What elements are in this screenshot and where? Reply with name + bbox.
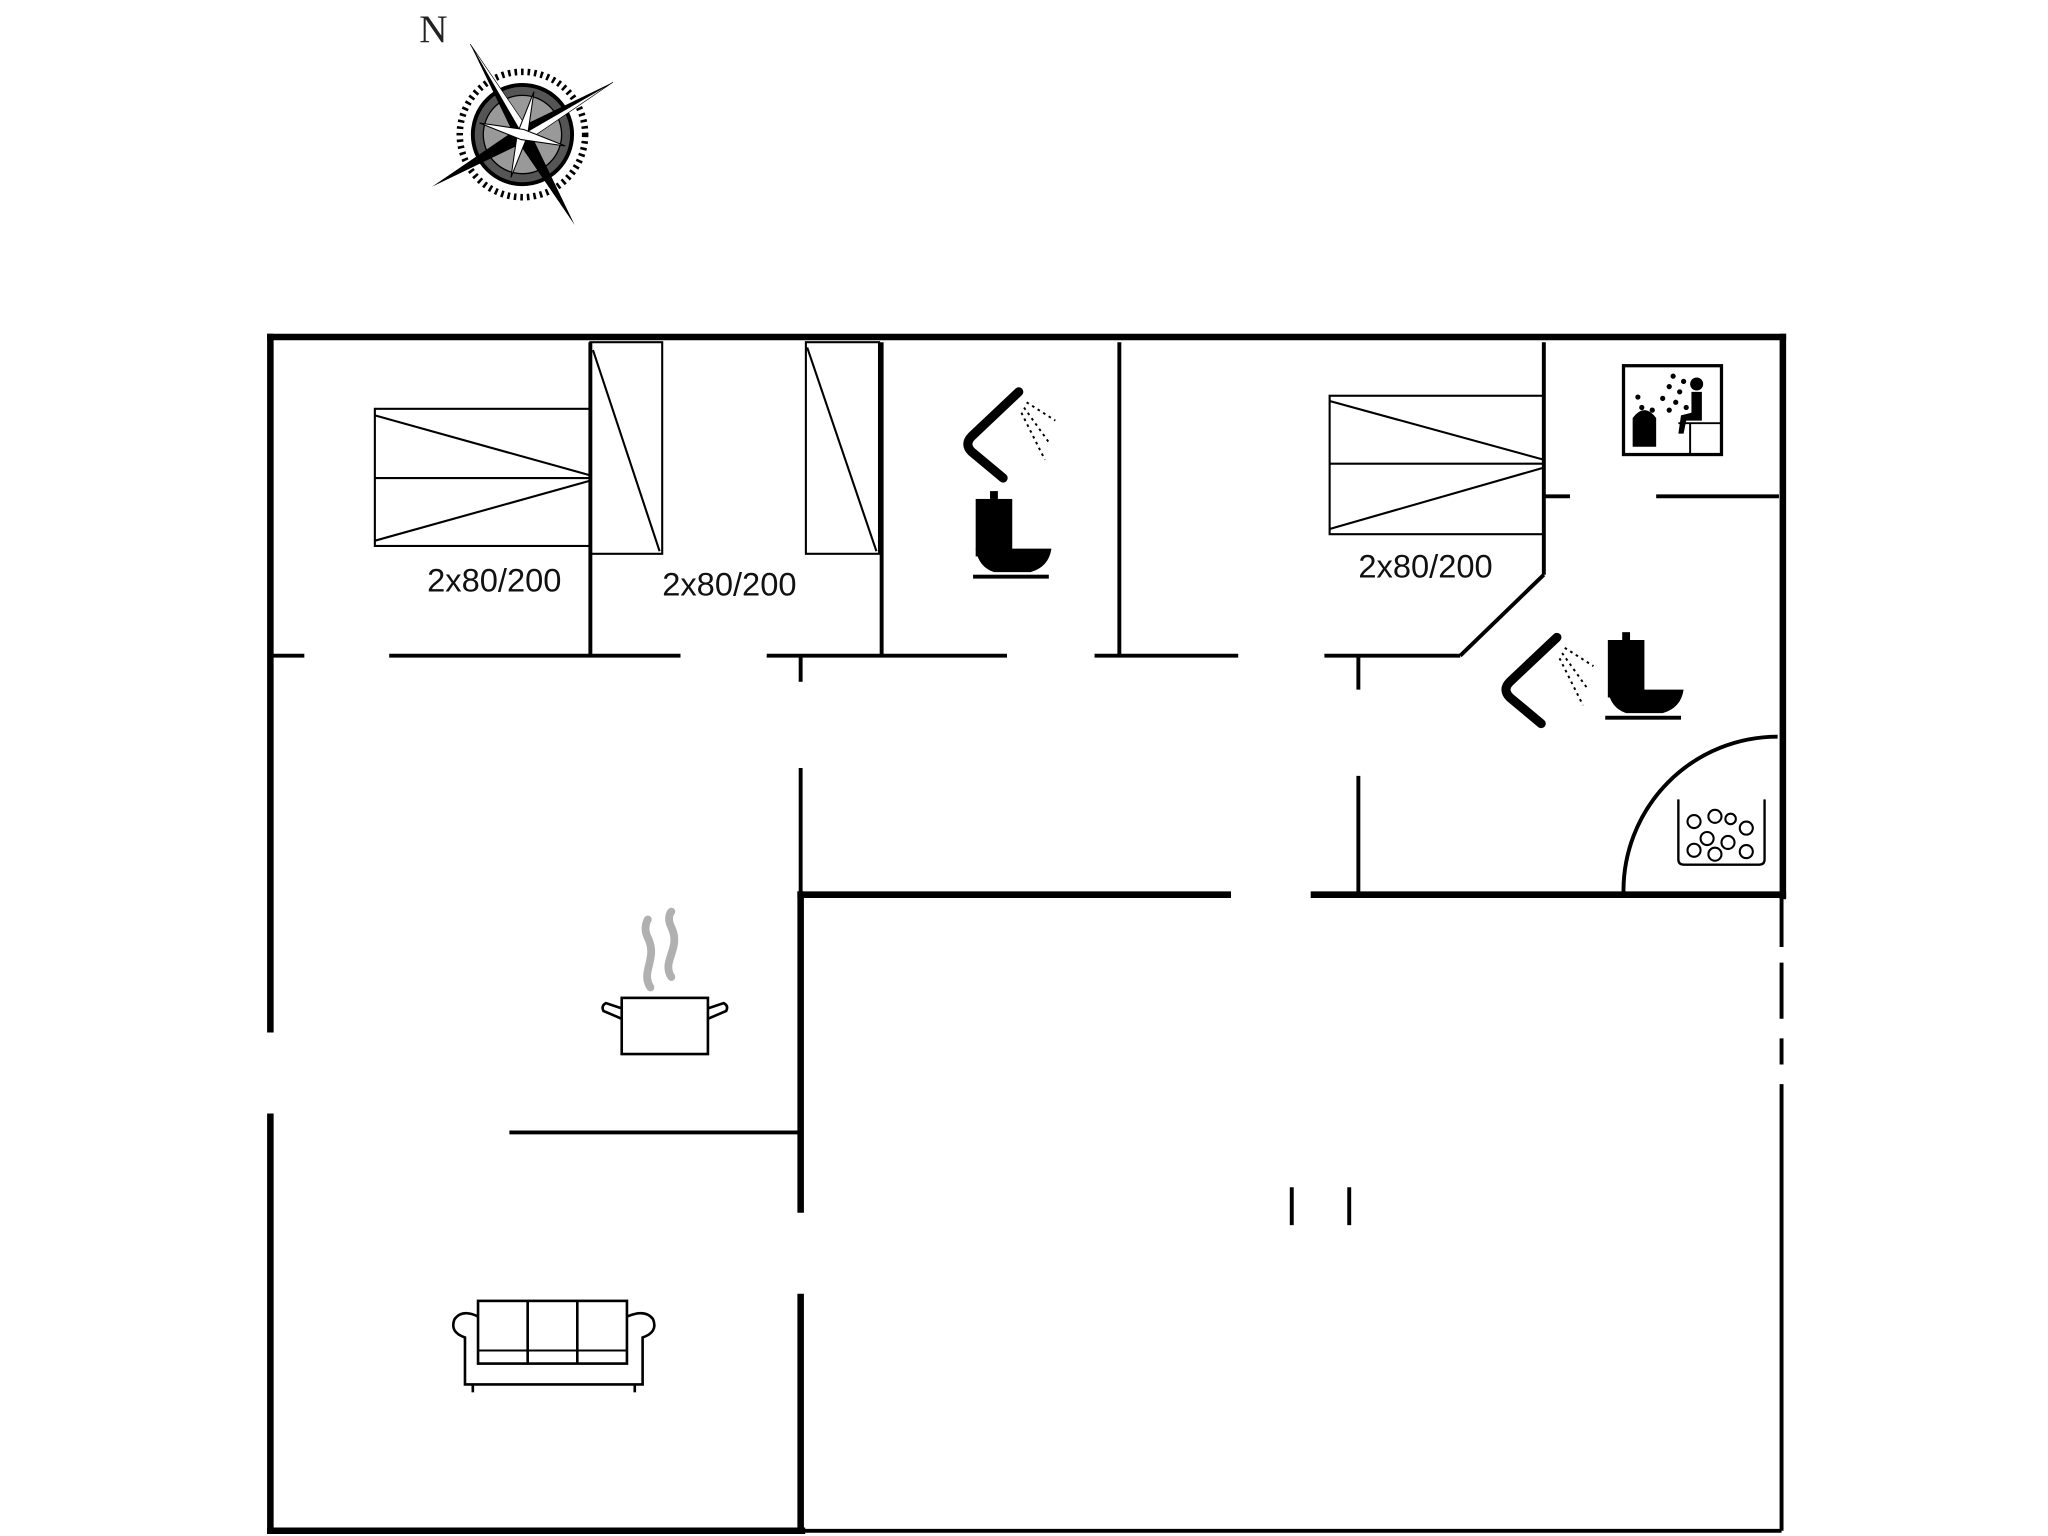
bed-size-label: 2x80/200 bbox=[1358, 547, 1492, 584]
bathroom-2 bbox=[1501, 632, 1766, 866]
outer-walls bbox=[267, 333, 1787, 1535]
shower-icon bbox=[1501, 632, 1594, 729]
living-room bbox=[451, 1299, 656, 1393]
north-label: N bbox=[419, 8, 447, 51]
whirlpool-icon bbox=[1677, 799, 1766, 866]
toilet-icon bbox=[1605, 632, 1684, 720]
kitchen bbox=[601, 907, 729, 1056]
toilet-icon bbox=[973, 491, 1052, 579]
bed-icon bbox=[1328, 394, 1545, 536]
wardrobe-icon bbox=[804, 341, 881, 555]
wardrobe-icon bbox=[589, 341, 664, 555]
compass-rose-icon bbox=[431, 43, 614, 226]
bedroom-3: 2x80/200 bbox=[1328, 394, 1545, 584]
bathroom-1 bbox=[963, 387, 1056, 579]
shower-icon bbox=[963, 387, 1056, 483]
cooking-pot-icon bbox=[601, 907, 729, 1056]
interior-walls bbox=[270, 342, 1787, 1535]
bedroom-1: 2x80/200 bbox=[373, 341, 664, 599]
compass: N bbox=[419, 8, 614, 226]
bed-size-label: 2x80/200 bbox=[427, 562, 561, 599]
bed-size-label: 2x80/200 bbox=[662, 566, 796, 603]
sauna-icon bbox=[1621, 364, 1724, 457]
sauna bbox=[1621, 364, 1724, 457]
sofa-icon bbox=[451, 1299, 656, 1393]
bed-icon bbox=[373, 407, 592, 548]
bedroom-2: 2x80/200 bbox=[662, 341, 881, 603]
